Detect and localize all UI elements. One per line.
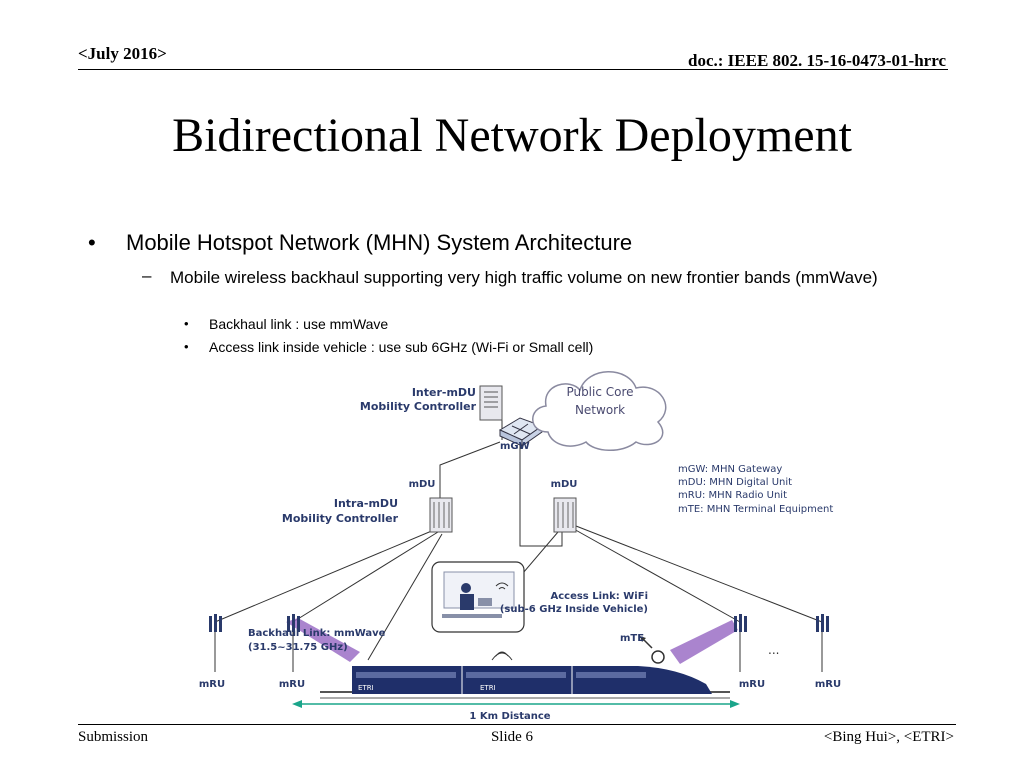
legend-item: mTE: MHN Terminal Equipment	[678, 504, 833, 515]
mru-label: mRU	[739, 679, 765, 690]
mdu-right-label: mDU	[551, 479, 578, 490]
public-core-label: Public Core	[566, 385, 633, 399]
footer-author: <Bing Hui>, <ETRI>	[823, 729, 954, 745]
backhaul-link-label: (31.5~31.75 GHz)	[248, 642, 348, 653]
cloud-icon	[532, 371, 667, 451]
access-link-label: Access Link: WiFi	[550, 591, 648, 602]
footer-rule	[78, 724, 956, 725]
mte-icon	[640, 636, 665, 664]
mru-label: mRU	[279, 679, 305, 690]
mru-label: mRU	[199, 679, 225, 690]
mru-label: mRU	[815, 679, 841, 690]
distance-arrow	[292, 700, 740, 708]
vehicle-interior-illustration	[431, 561, 525, 633]
mgw-label: mGW	[500, 441, 530, 452]
more-ellipsis: ...	[768, 643, 779, 657]
slide-title: Bidirectional Network Deployment	[172, 109, 852, 162]
mdu-left-label: mDU	[409, 479, 436, 490]
backhaul-beam-left	[286, 618, 360, 662]
backhaul-beam-right	[670, 620, 738, 664]
inter-mdu-label: Mobility Controller	[360, 400, 477, 413]
footer-submission: Submission	[78, 729, 149, 745]
mhn-architecture-diagram: Inter-mDU Mobility Controller mGW mDU mD…	[199, 371, 841, 722]
bullet-l3-marker: •	[184, 339, 189, 354]
bullet-l1-marker: •	[88, 230, 96, 255]
access-link-label: (sub-6 GHz Inside Vehicle)	[500, 604, 648, 615]
bullet-l2-marker: –	[142, 266, 152, 285]
footer-slide-number: Slide 6	[490, 729, 534, 745]
header-date: <July 2016>	[78, 44, 167, 63]
server-icon	[479, 385, 503, 421]
mte-label: mTE	[620, 633, 644, 644]
mdu-left-icon	[429, 497, 453, 533]
inter-mdu-label: Inter-mDU	[412, 386, 476, 399]
mru-tower-icon	[209, 614, 829, 632]
backhaul-link-label: Backhaul Link: mmWave	[248, 628, 386, 639]
legend-item: mDU: MHN Digital Unit	[678, 477, 792, 488]
bullet-l3-marker: •	[184, 316, 189, 331]
legend-item: mGW: MHN Gateway	[678, 464, 782, 475]
train-logo: ETRI	[358, 684, 374, 692]
bullet-l3-backhaul: Backhaul link : use mmWave	[209, 316, 389, 332]
distance-label: 1 Km Distance	[469, 711, 550, 722]
train-icon	[352, 651, 712, 694]
bullet-l2-text: Mobile wireless backhaul supporting very…	[170, 268, 878, 287]
legend-item: mRU: MHN Radio Unit	[678, 490, 787, 501]
bullet-l3-access: Access link inside vehicle : use sub 6GH…	[209, 339, 594, 355]
bullet-l1-text: Mobile Hotspot Network (MHN) System Arch…	[126, 230, 633, 255]
public-core-label: Network	[575, 403, 625, 417]
network-links	[214, 417, 823, 672]
header-rule	[78, 69, 948, 70]
train-logo: ETRI	[480, 684, 496, 692]
mdu-right-icon	[553, 497, 577, 533]
intra-mdu-label: Mobility Controller	[282, 512, 399, 525]
router-icon	[498, 417, 544, 447]
intra-mdu-label: Intra-mDU	[334, 497, 398, 510]
header-doc-id: doc.: IEEE 802. 15-16-0473-01-hrrc	[688, 51, 946, 70]
